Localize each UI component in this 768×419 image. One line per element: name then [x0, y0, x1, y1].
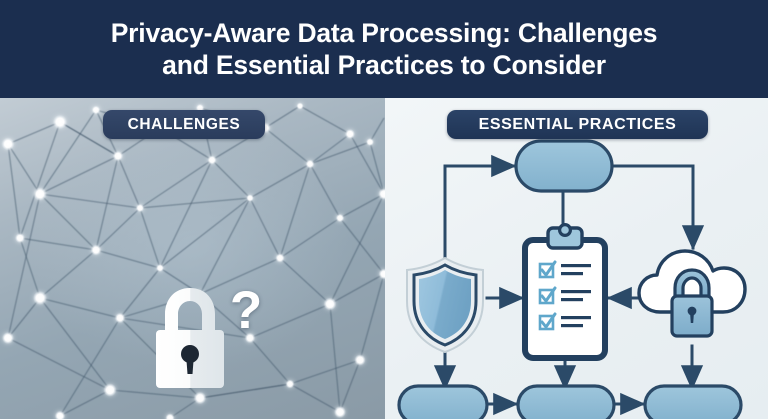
network-mesh-graphic	[1, 102, 385, 419]
page-title: Privacy-Aware Data Processing: Challenge…	[110, 17, 658, 80]
padlock-icon	[156, 288, 224, 388]
cloud-lock-icon	[637, 249, 747, 338]
flow-node-bottom-pill-1	[397, 384, 489, 419]
shield-icon	[406, 256, 484, 354]
badge-challenges: CHALLENGES	[103, 110, 265, 139]
essential-practices-panel	[385, 98, 768, 419]
flow-node-top-pill	[514, 139, 614, 193]
flow-node-bottom-pill-2	[516, 384, 616, 419]
practices-flowchart	[397, 139, 747, 419]
header-banner: Privacy-Aware Data Processing: Challenge…	[0, 0, 768, 98]
clipboard-checklist-icon	[522, 222, 608, 361]
badge-essential-practices-label: ESSENTIAL PRACTICES	[478, 115, 677, 133]
question-mark-icon: ?	[229, 281, 263, 340]
badge-essential-practices: ESSENTIAL PRACTICES	[447, 110, 708, 139]
challenges-panel: ?	[0, 98, 385, 419]
badge-challenges-label: CHALLENGES	[127, 115, 241, 133]
flow-node-bottom-pill-3	[643, 384, 743, 419]
